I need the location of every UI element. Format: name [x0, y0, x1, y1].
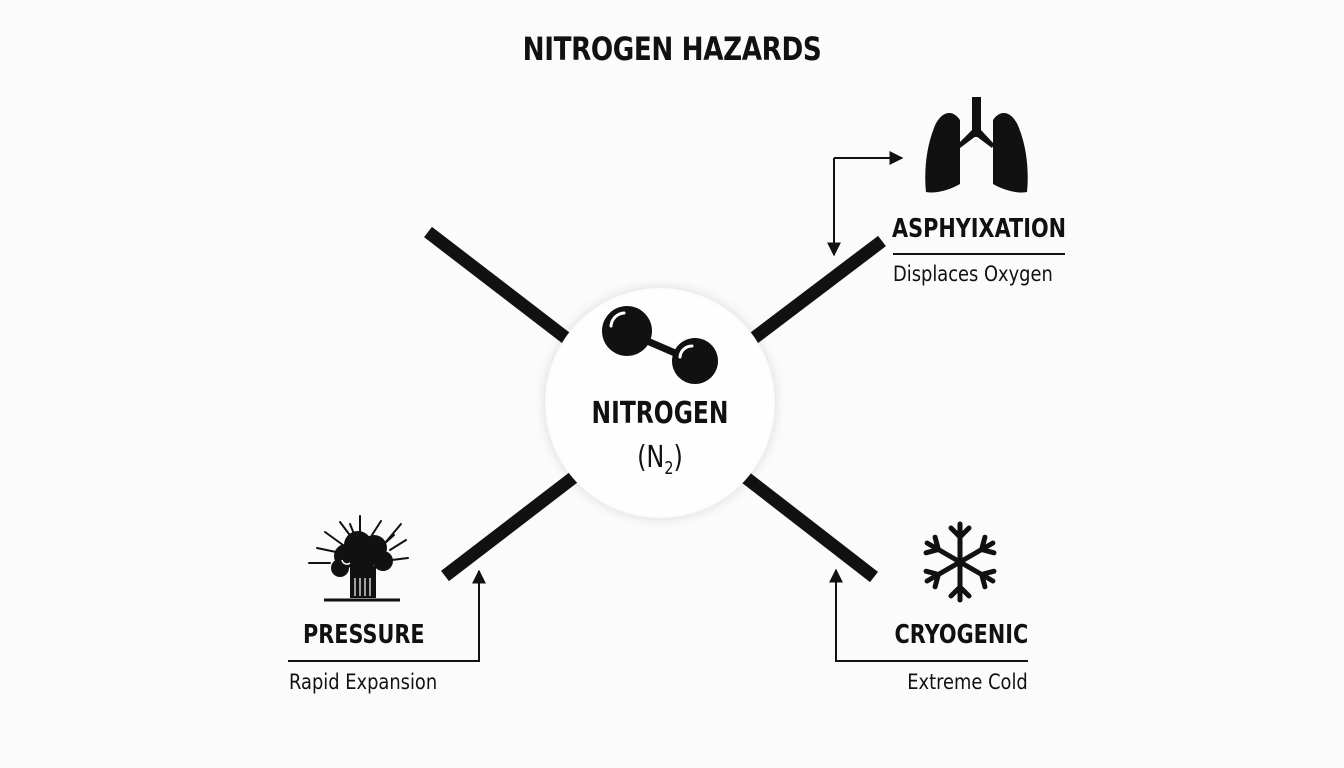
hazard-pressure-title: PRESSURE — [303, 620, 425, 650]
formula-prefix: (N — [637, 440, 665, 475]
connector-pressure — [288, 569, 486, 662]
hazard-pressure-subtitle: Rapid Expansion — [289, 670, 438, 694]
center-formula: (N2) — [568, 440, 752, 479]
snowflake-icon — [923, 521, 997, 603]
diagram-title: NITROGEN HAZARDS — [522, 30, 822, 68]
hazard-asphyxiation-title: ASPHYIXATION — [892, 214, 1067, 244]
hazard-cryogenic-title: CRYOGENIC — [894, 620, 1028, 650]
connectors — [288, 151, 1028, 662]
lungs-icon — [925, 97, 1028, 193]
molecule-icon-overlay — [602, 306, 718, 384]
spoke-bottom-right — [741, 471, 878, 583]
spoke-top-left — [424, 226, 570, 344]
center-hub — [545, 288, 775, 518]
hazard-asphyxiation-subtitle: Displaces Oxygen — [893, 262, 1053, 286]
explosion-icon — [308, 515, 409, 602]
formula-subscript: 2 — [664, 458, 674, 479]
spoke-top-right — [750, 235, 886, 344]
connector-cryogenic — [829, 568, 1028, 662]
hazard-cryogenic-subtitle: Extreme Cold — [907, 670, 1028, 694]
formula-suffix: ) — [673, 440, 683, 475]
spokes — [424, 226, 886, 583]
center-label: NITROGEN — [591, 396, 729, 431]
spoke-bottom-left — [441, 471, 578, 582]
